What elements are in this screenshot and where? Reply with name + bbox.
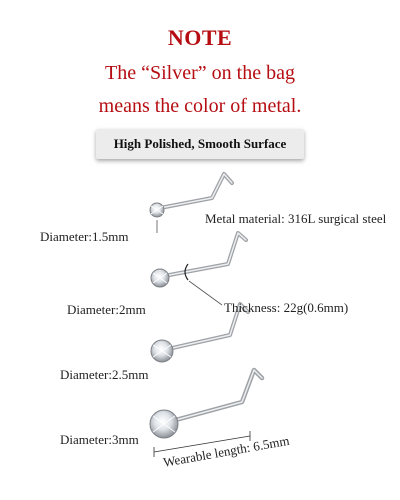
stud-4 — [149, 367, 265, 457]
note-line-1: The “Silver” on the bag — [105, 62, 295, 84]
stud-2 — [150, 231, 248, 306]
thickness-leader — [188, 280, 223, 306]
stud-3 — [150, 302, 250, 363]
diameter-label-3: Diameter:2.5mm — [60, 367, 149, 382]
material-label: Metal material: 316L surgical steel — [205, 211, 387, 226]
stud-1 — [149, 172, 234, 233]
crystal-3 — [150, 339, 174, 363]
thickness-label: Thickness: 22g(0.6mm) — [224, 300, 349, 315]
crystal-4 — [149, 409, 179, 439]
crystal-1 — [149, 202, 165, 218]
surface-banner: High Polished, Smooth Surface — [96, 129, 304, 159]
diameter-label-4: Diameter:3mm — [60, 432, 139, 447]
diameter-label-2: Diameter:2mm — [67, 302, 146, 317]
note-line-2: means the color of metal. — [98, 95, 302, 117]
diameter-label-1: Diameter:1.5mm — [40, 229, 129, 244]
length-dimension-line — [153, 435, 251, 453]
crystal-2 — [150, 268, 170, 288]
length-dimension-ends — [153, 431, 251, 457]
thickness-marker — [184, 263, 189, 281]
note-title: NOTE — [167, 25, 233, 50]
